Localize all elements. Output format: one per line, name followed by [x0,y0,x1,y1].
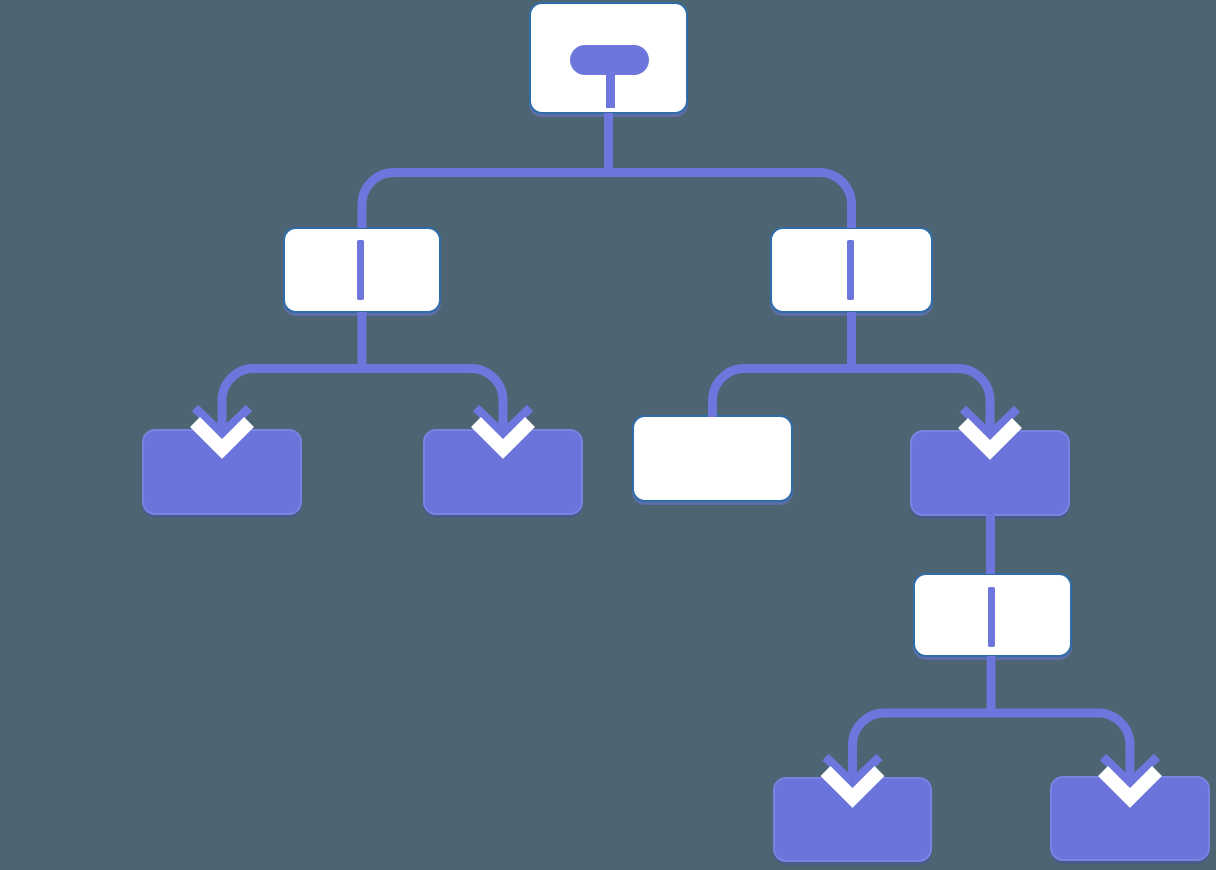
root-pill-icon [570,45,649,75]
edge-branch-right-to-plain-card [708,364,852,417]
node-branch-left[interactable] [283,227,441,313]
edge-root-to-branch-right [608,168,856,228]
root-pill-stem-icon [606,74,615,108]
edge-branch-left-to-leaf-2 [362,364,508,427]
node-leaf-2[interactable] [423,429,583,515]
edge-branch-left-to-leaf-1 [217,364,362,427]
node-plain-card[interactable] [632,415,793,502]
node-sub-card[interactable] [913,573,1072,657]
divider-bar-icon [847,240,854,300]
node-root[interactable] [529,2,688,114]
divider-bar-icon [357,240,364,300]
node-leaf-4[interactable] [773,777,932,862]
node-leaf-5[interactable] [1050,776,1210,861]
edge-branch-right-to-leaf-3 [851,364,995,428]
edge-sub-card-to-leaf-5 [991,708,1135,776]
node-leaf-3[interactable] [910,430,1070,516]
node-leaf-1[interactable] [142,429,302,515]
edge-sub-card-to-leaf-4 [848,708,991,776]
edge-root-to-branch-left [357,168,609,228]
node-branch-right[interactable] [770,227,933,313]
divider-bar-icon [988,587,995,647]
